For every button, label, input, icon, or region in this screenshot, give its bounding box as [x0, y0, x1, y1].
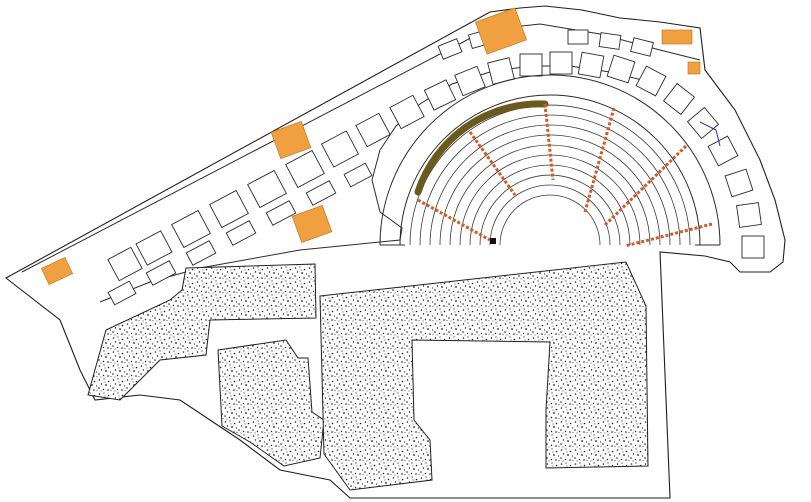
gallery-rooms — [107, 28, 765, 306]
blue-feature — [699, 121, 721, 147]
aisle-seats — [417, 103, 713, 248]
upper-seat-row — [414, 100, 549, 196]
gravel-block-left — [87, 263, 317, 401]
marker-square — [490, 238, 496, 244]
long-gallery-outer — [21, 23, 701, 273]
orange-tile-patches — [41, 7, 701, 286]
cavea — [379, 74, 721, 246]
gravel-block-middle — [217, 339, 325, 467]
gravel-block-main — [319, 261, 649, 491]
